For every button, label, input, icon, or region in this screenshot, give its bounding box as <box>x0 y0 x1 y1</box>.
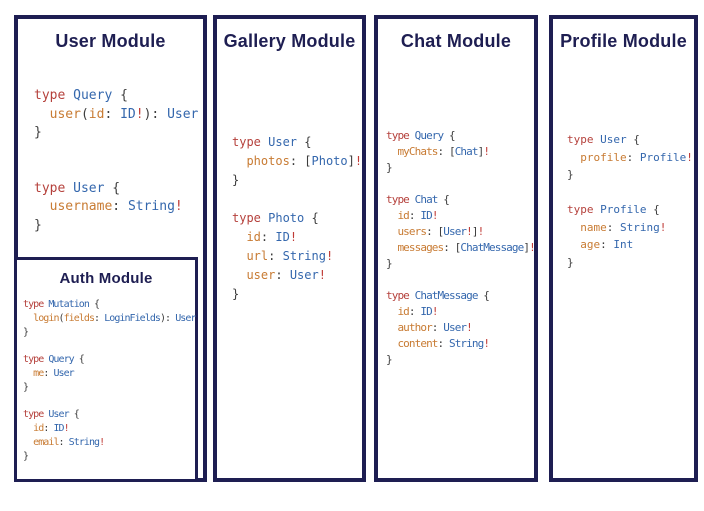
user-module-title: User Module <box>55 31 166 51</box>
user-module-code: type Query { user(id: ID!): User } type … <box>34 88 199 233</box>
profile-module-panel: Profile Module type User { profile: Prof… <box>549 15 698 482</box>
gallery-module-title: Gallery Module <box>223 31 356 51</box>
profile-module-title: Profile Module <box>560 31 687 51</box>
chat-module-title: Chat Module <box>400 31 512 51</box>
chat-module-code: type Query { myChats: [Chat]! } type Cha… <box>386 129 536 366</box>
auth-module-code: type Mutation { login(fields: LoginField… <box>23 299 196 462</box>
chat-module-panel: Chat Module type Query { myChats: [Chat]… <box>374 15 538 482</box>
auth-module-panel: Auth Module type Mutation { login(fields… <box>14 257 198 482</box>
gallery-module-panel: Gallery Module type User { photos: [Phot… <box>213 15 366 482</box>
profile-module-code: type User { profile: Profile! } type Pro… <box>567 133 693 269</box>
auth-module-title: Auth Module <box>59 270 153 287</box>
gallery-module-code: type User { photos: [Photo]! } type Phot… <box>232 135 363 301</box>
